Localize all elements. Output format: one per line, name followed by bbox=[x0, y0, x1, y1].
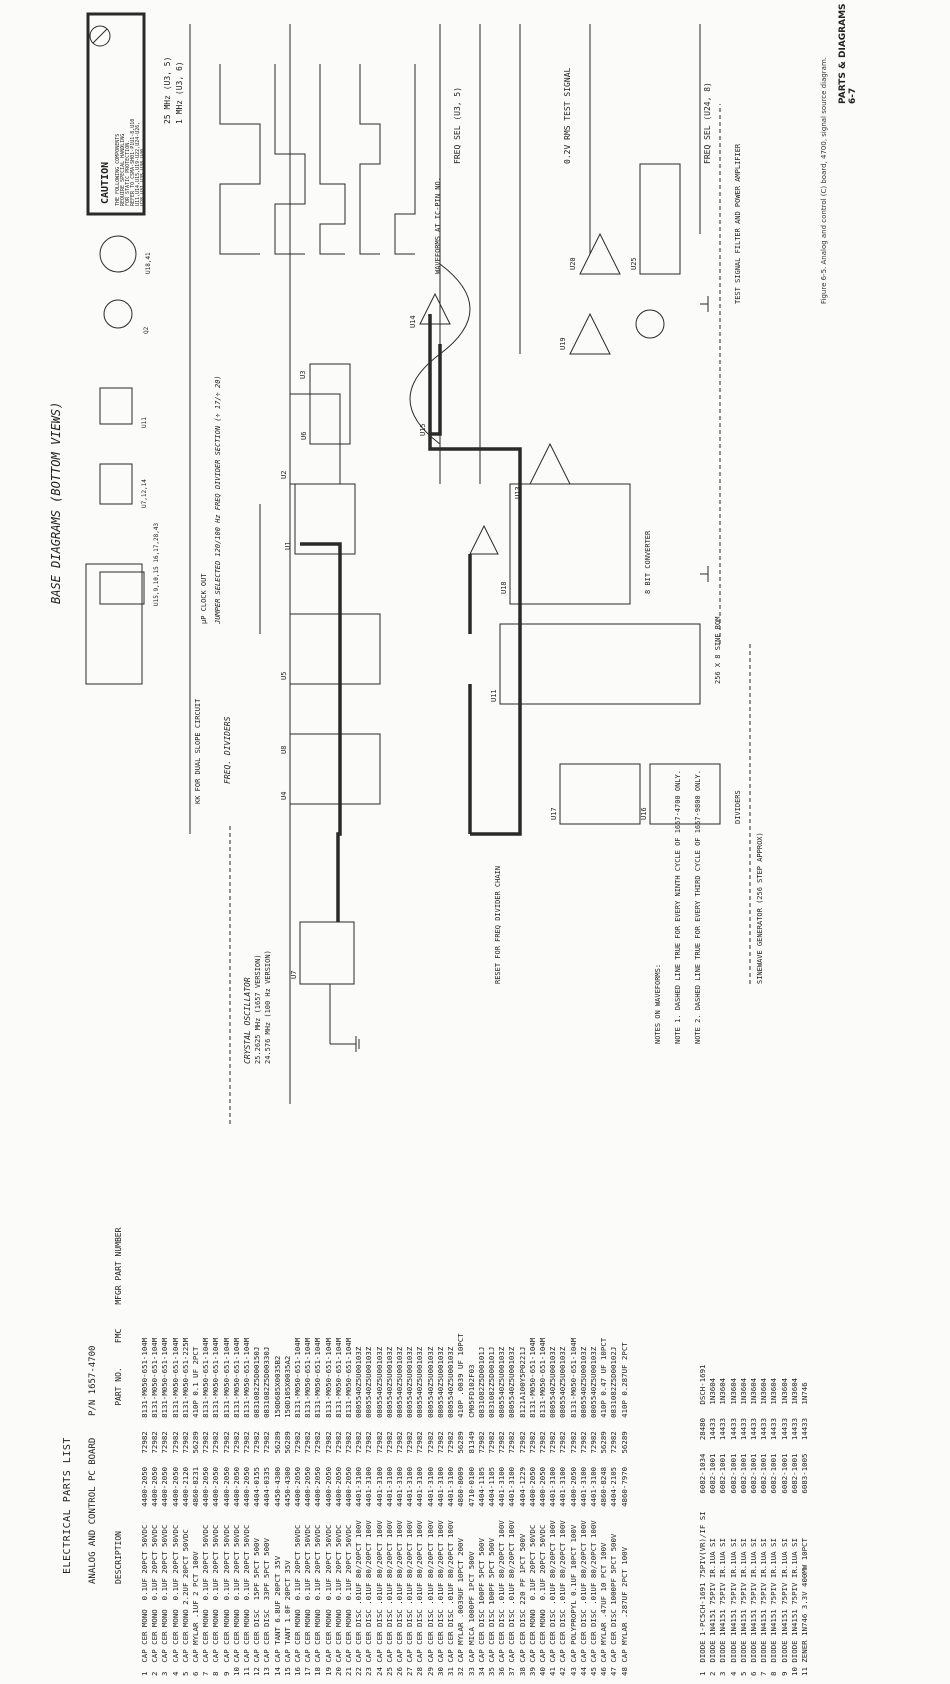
crystal-sub1: 25.2625 MHz (1657 VERSION) bbox=[254, 954, 262, 1064]
chip-label: U11 bbox=[141, 417, 148, 428]
crystal-sub2: 24.576 MHz (100 Hz VERSION) bbox=[264, 950, 272, 1064]
u17-block bbox=[559, 763, 641, 825]
caution-line: THE FOLLOWING COMPONENTS bbox=[115, 134, 121, 206]
dividers-label: DIVIDERS bbox=[734, 790, 742, 824]
converter-label: 8 BIT CONVERTER bbox=[644, 530, 652, 594]
base-diagrams bbox=[99, 235, 145, 605]
u4-block bbox=[289, 733, 381, 805]
crystal-label: CRYSTAL OSCILLATOR bbox=[243, 977, 252, 1064]
ic-label: U8 bbox=[280, 746, 288, 754]
caution-line: REQUIRE SPECIAL HANDLING bbox=[120, 134, 126, 206]
opamp-2 bbox=[569, 312, 611, 355]
ic-label: U3 bbox=[299, 371, 307, 379]
legend-box bbox=[85, 563, 143, 685]
ic-label: U19 bbox=[559, 337, 567, 350]
ic-label: U17 bbox=[550, 807, 558, 820]
note1: NOTE 1. DASHED LINE TRUE FOR EVERY NINTH… bbox=[674, 770, 682, 1044]
chip-label: U7,12,14 bbox=[141, 479, 148, 508]
caution-line: FOR STATIC PROTECTION. bbox=[125, 140, 131, 206]
ic-label: U11 bbox=[490, 689, 498, 702]
page-label: PARTS & DIAGRAMS 6-7 bbox=[838, 3, 858, 104]
opamp-3 bbox=[579, 232, 621, 275]
q2-transistor bbox=[635, 309, 665, 339]
sinewave-label: SINEWAVE GENERATOR (256 STEP APPROX) bbox=[756, 832, 764, 984]
u2-block bbox=[289, 393, 341, 485]
mhz1-label: 1 MHz (U3, 6) bbox=[175, 61, 184, 124]
test-signal-label: TEST SIGNAL FILTER AND POWER AMPLIFIER bbox=[734, 143, 742, 304]
jumper-block bbox=[309, 363, 351, 445]
ic-label: U13 bbox=[514, 486, 522, 499]
ic-label: U18 bbox=[500, 581, 508, 594]
ic-label: U15 bbox=[419, 423, 427, 436]
note2: NOTE 2. DASHED LINE TRUE FOR EVERY THIRD… bbox=[694, 770, 702, 1044]
power-amp-block bbox=[639, 163, 681, 275]
sine-rom-block bbox=[499, 623, 701, 705]
reset-label: RESET FOR FREQ DIVIDER CHAIN bbox=[494, 866, 502, 984]
opamp-4 bbox=[419, 292, 451, 325]
reset-buffer bbox=[469, 524, 499, 555]
ic-label: U6 bbox=[300, 432, 308, 440]
test-amp-label: 0.2V RMS TEST SIGNAL bbox=[563, 67, 572, 164]
freq-sel-right-label: FREQ SEL (U24, 8) bbox=[703, 82, 712, 164]
ic-label: U16 bbox=[640, 807, 648, 820]
dual-slope-label: KK FOR DUAL SLOPE CIRCUIT bbox=[194, 698, 202, 804]
mhz25-label: 25 MHz (U3, 5) bbox=[163, 57, 172, 124]
ic-label: U20 bbox=[569, 257, 577, 270]
notes-label: NOTES ON WAVEFORMS: bbox=[654, 964, 662, 1044]
sine-wave bbox=[409, 263, 471, 445]
crystal-oscillator-block bbox=[299, 921, 355, 985]
base-diagrams-title: BASE DIAGRAMS (BOTTOM VIEWS) bbox=[49, 402, 63, 604]
u16-block bbox=[649, 763, 721, 825]
freq-sel-top-label: FREQ SEL (U3, 5) bbox=[453, 87, 462, 164]
clock-out-label: µP CLOCK OUT bbox=[200, 573, 208, 624]
caution-line: REFER TO CSMA-SH01-P1U1-8,U10 bbox=[130, 119, 136, 206]
caution-box bbox=[86, 12, 146, 216]
sine-rom-label: 256 X 8 SINE ROM bbox=[714, 617, 722, 684]
ic-label: U25 bbox=[630, 257, 638, 270]
ic-label: U14 bbox=[409, 315, 417, 328]
chip-label: U18,41 bbox=[145, 252, 152, 274]
converter-block bbox=[509, 483, 631, 605]
ic-label: U5 bbox=[280, 672, 288, 680]
waveforms-label: WAVEFORMS AT IC-PIN NO. bbox=[434, 177, 442, 274]
caution-line: U28,U31-U35,U38-U40 bbox=[140, 149, 146, 206]
u5-block bbox=[289, 613, 381, 685]
ic-label: U7 bbox=[290, 971, 298, 979]
opamp-1 bbox=[529, 442, 571, 485]
grounds bbox=[350, 296, 709, 1052]
chip-label: U15,9,10,15 16,17,28,43 bbox=[153, 523, 160, 606]
caution-line: U11,U14,U15,U19-U22,U24-U26, bbox=[135, 122, 141, 206]
figure-caption: Figure 6-5. Analog and control (C) board… bbox=[820, 56, 828, 304]
ic-label: U2 bbox=[280, 471, 288, 479]
chip-label: Q2 bbox=[143, 326, 150, 334]
jumper-label: JUMPER SELECTED 120/100 Hz FREQ DIVIDER … bbox=[214, 375, 222, 625]
chip-labels: U15,9,10,15 16,17,28,43 U7,12,14 U11 Q2 U18,… bbox=[141, 252, 160, 606]
waveforms bbox=[219, 64, 416, 255]
ic-label: U4 bbox=[280, 792, 288, 800]
freq-dividers-label: FREQ. DIVIDERS bbox=[223, 716, 232, 784]
ic-label: U1 bbox=[284, 542, 292, 550]
caution-title: CAUTION bbox=[100, 162, 111, 204]
